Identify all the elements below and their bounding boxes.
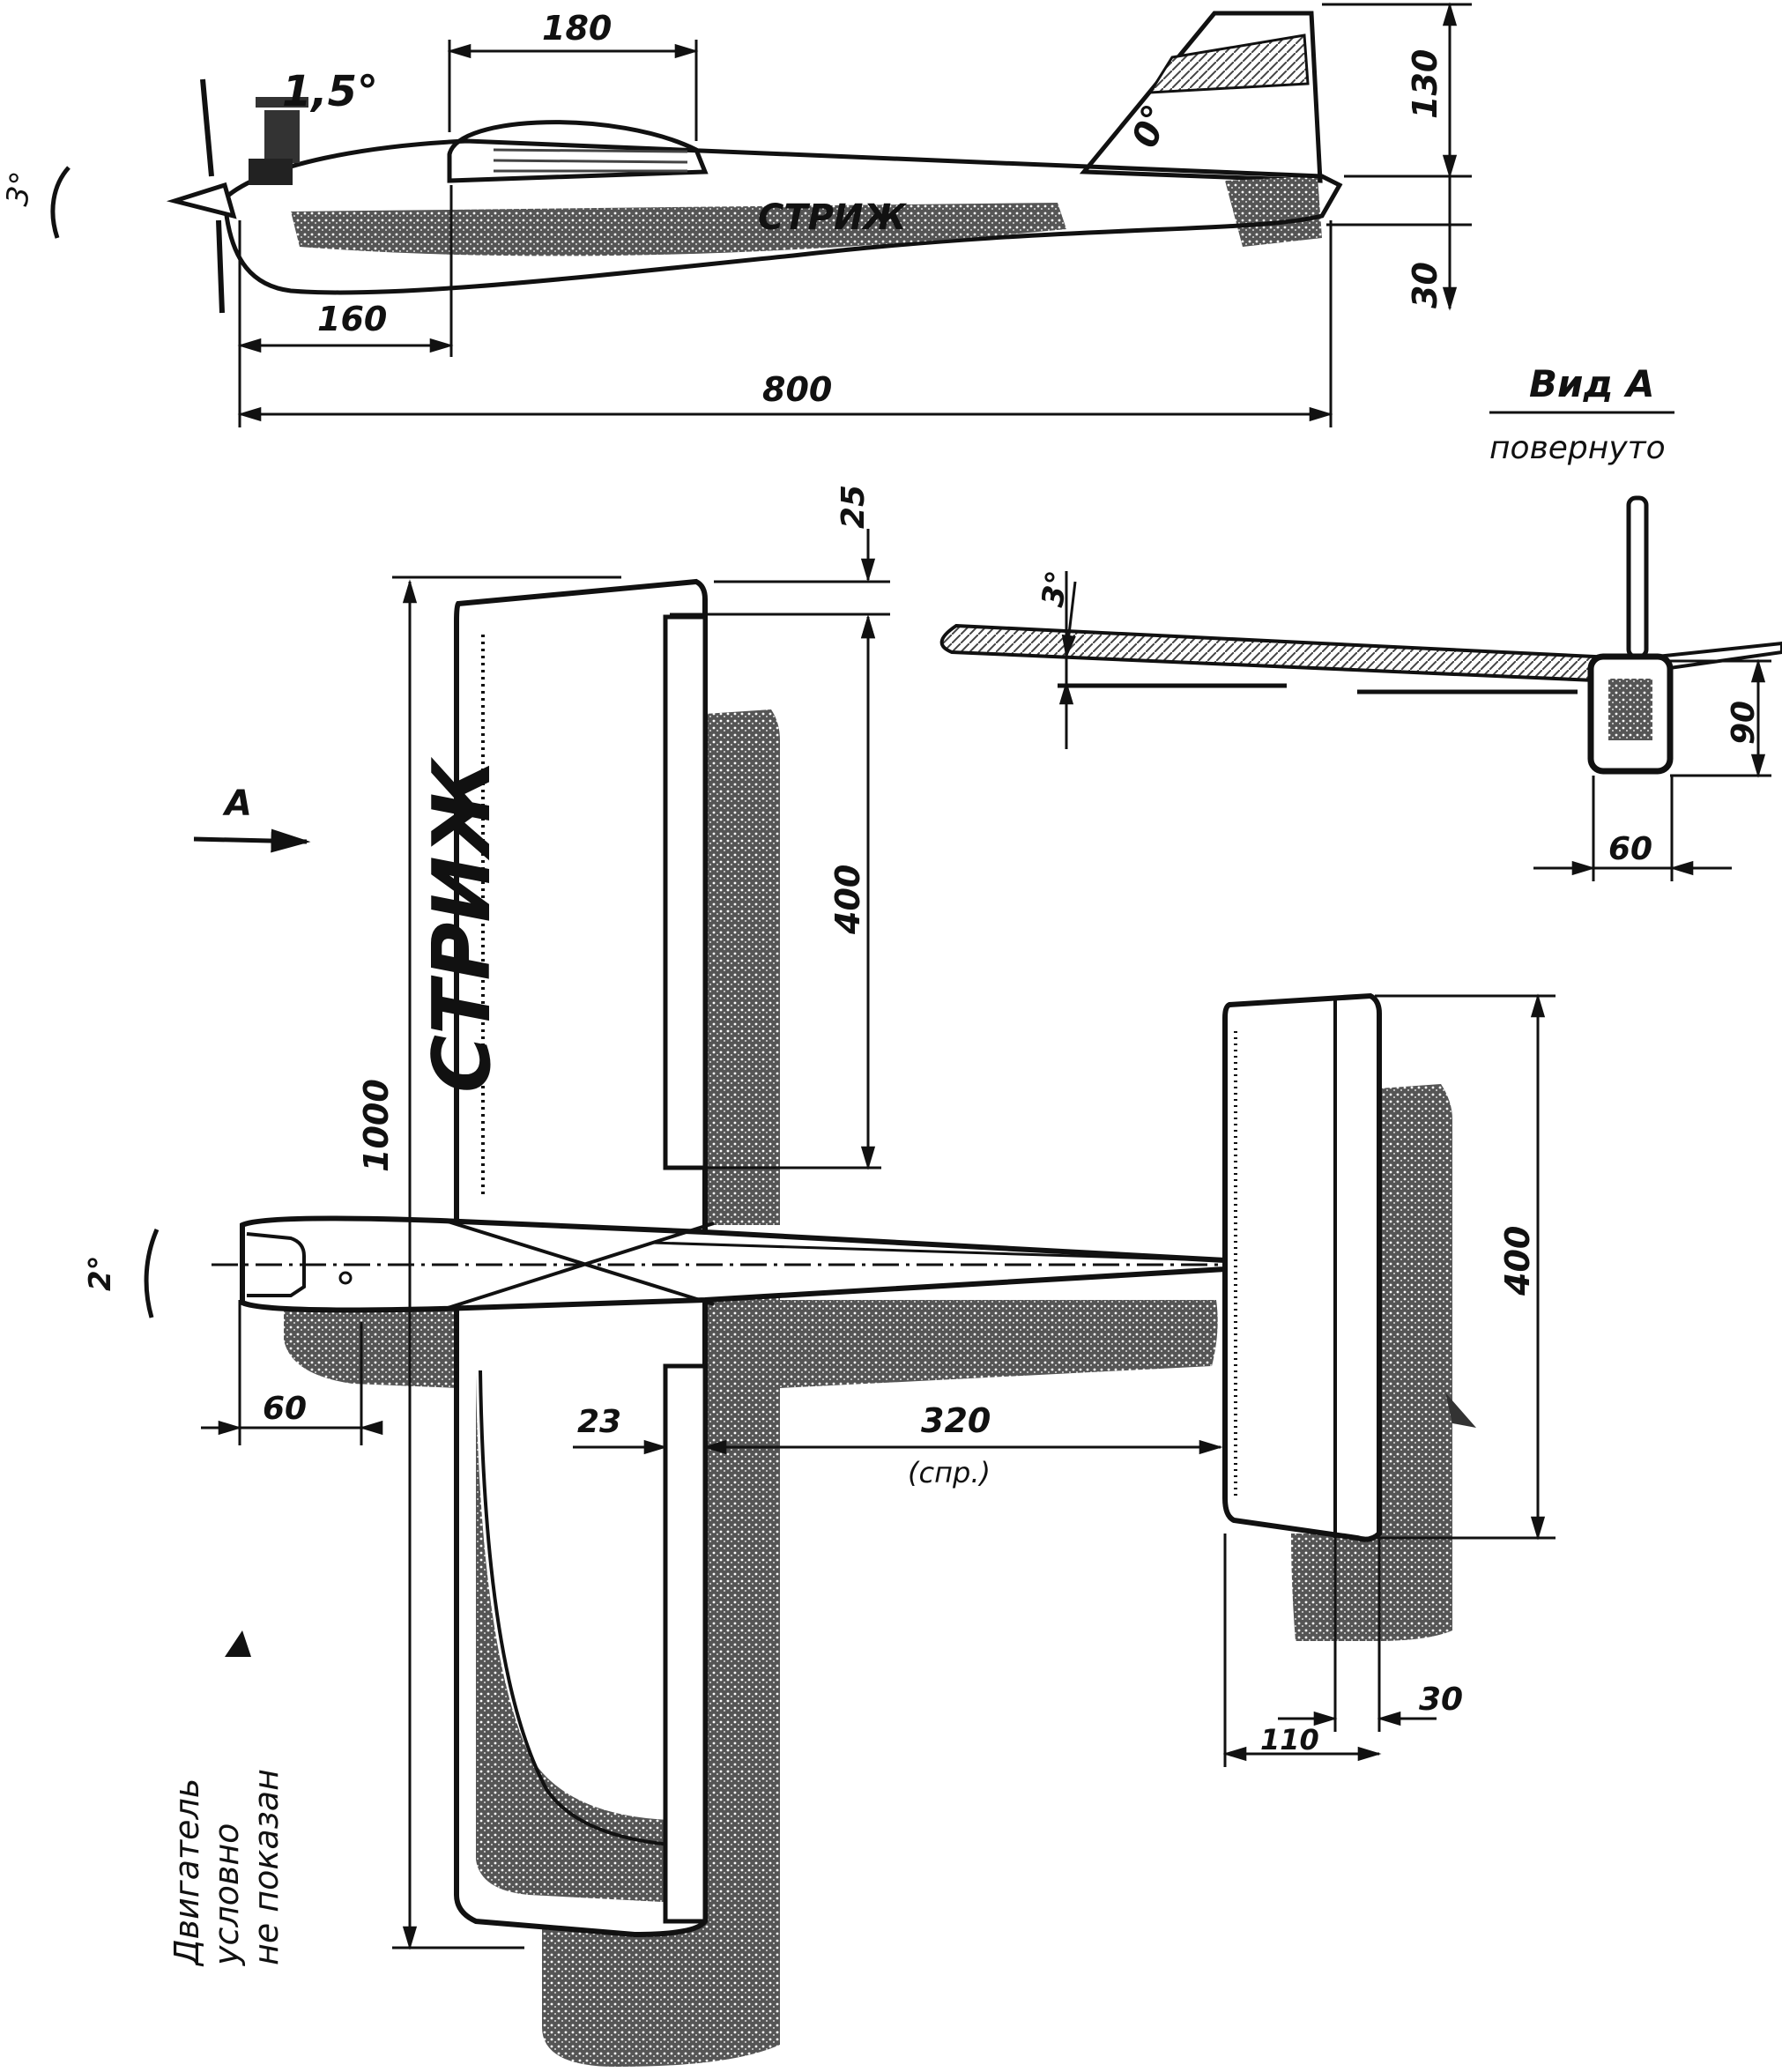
side-view: 3° 1,5° 0° СТРИЖ 180 160 800 130 30: [0, 2, 1472, 427]
dim-stab-span: 400: [1498, 1226, 1537, 1296]
dim-tail-arm: 320: [921, 1401, 991, 1440]
rudder-shading: [1225, 176, 1322, 247]
note-line-1: Двигатель: [167, 1779, 206, 1967]
thrust-angle-label: 3°: [0, 169, 41, 209]
fuselage-shadow: [284, 1300, 1218, 1388]
dim-aileron-offset: 25: [835, 485, 872, 529]
fin-angle-label: 0°: [1125, 100, 1177, 153]
canopy: [447, 120, 709, 183]
view-a-dihedral: 3°: [1035, 568, 1075, 610]
view-a-fin: [1626, 495, 1649, 659]
arrow-a: [193, 828, 311, 853]
spinner: [166, 182, 237, 219]
note-line-2: условно: [207, 1823, 246, 1966]
wing-lower-shading: [476, 1375, 696, 1904]
side-thrust-arc: [144, 1229, 160, 1318]
view-a-width: 60: [1608, 831, 1652, 867]
dim-fin-below: 30: [1406, 262, 1444, 308]
view-a-wing: [939, 623, 1597, 683]
dim-overall-length: 800: [762, 370, 832, 409]
engine: [249, 97, 308, 185]
arrow-a-label: А: [222, 783, 252, 824]
dim-canopy-length: 180: [542, 9, 612, 48]
wing-lettering: СТРИЖ: [416, 756, 509, 1093]
view-a-subtitle: повернуто: [1489, 430, 1666, 466]
dim-wing-offset: 23: [577, 1404, 621, 1440]
note-line-3: не показан: [247, 1769, 286, 1965]
fuselage-lower-shading: [291, 203, 1066, 256]
stab-shadow: [1291, 1084, 1452, 1641]
engine-note: Двигатель условно не показан: [167, 1769, 286, 1967]
stabilizer: [1222, 992, 1382, 1542]
engine-angle-label: 1,5°: [282, 67, 378, 116]
wing-flap-upper: [663, 614, 708, 1170]
plan-view: СТРИЖ А 2° 1000 25 400: [83, 485, 1556, 2067]
wing-flap-lower: [663, 1363, 708, 1924]
fin-stripe: [1147, 33, 1310, 94]
view-a-title: Вид А: [1529, 362, 1655, 405]
propeller: [200, 78, 225, 314]
dim-fin-height: 130: [1406, 49, 1444, 119]
fuselage-side: [222, 138, 1343, 295]
side-thrust-label: 2°: [83, 1255, 118, 1291]
wing-shadow-lower: [542, 1296, 780, 2067]
view-a-height: 90: [1726, 701, 1762, 745]
dim-elevator-chord: 30: [1419, 1682, 1463, 1718]
dim-flap-length: 400: [828, 865, 867, 935]
wing-shadow-upper: [705, 709, 780, 1225]
fuselage-lettering: СТРИЖ: [758, 197, 907, 238]
dim-stab-chord: 110: [1260, 1723, 1319, 1756]
dim-tail-arm-note: (спр.): [908, 1456, 991, 1489]
dim-wingspan: 1000: [357, 1079, 396, 1172]
dim-nose-to-wing: 160: [317, 300, 387, 338]
view-a: Вид А повернуто 3° 90 60: [939, 362, 1782, 881]
dim-nose-length: 60: [263, 1391, 307, 1427]
thrust-angle-arc: [50, 166, 71, 239]
